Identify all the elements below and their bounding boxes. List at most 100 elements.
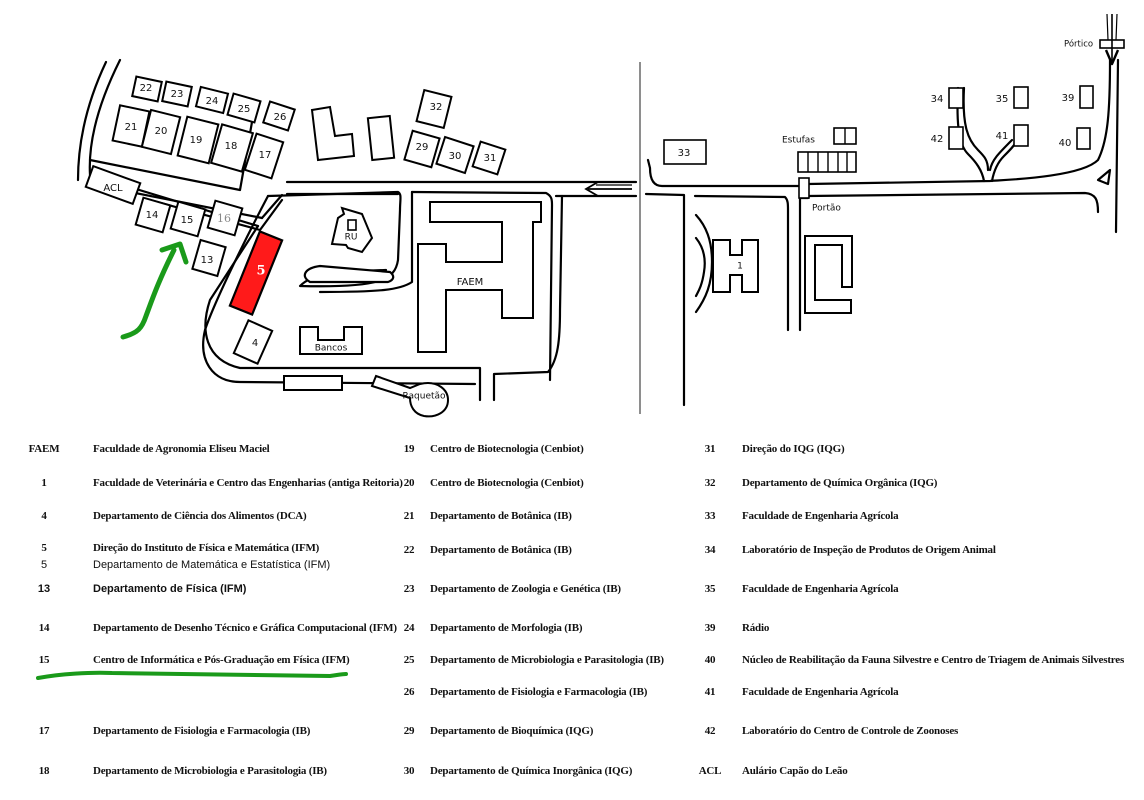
legend-name: Rádio [742,622,770,634]
building-18[interactable]: 18 [209,123,255,173]
svg-text:32: 32 [430,102,443,113]
building-FAEM[interactable]: FAEM [417,201,542,353]
building-35[interactable]: 35 [996,86,1029,109]
svg-text:26: 26 [274,112,287,123]
building-29[interactable]: 29 [403,129,441,169]
svg-text:33: 33 [678,148,691,159]
building-25[interactable]: 25 [226,92,262,124]
legend-code: 4 [41,510,47,522]
building-33[interactable]: 33 [663,139,707,165]
legend-name: Centro de Biotecnologia (Cenbiot) [430,443,584,455]
svg-text:21: 21 [125,122,138,133]
building-unlabeled-rect [366,114,396,162]
legend-name: Departamento de Matemática e Estatística… [93,559,331,571]
legend-code: 35 [704,583,716,595]
legend-code: 19 [403,443,415,455]
svg-text:17: 17 [259,150,272,161]
building-30[interactable]: 30 [435,135,475,175]
legend-code: 1 [41,477,47,489]
legend-name: Laboratório de Inspeção de Produtos de O… [742,544,996,556]
building-42[interactable]: 42 [931,126,964,150]
legend-code: 31 [704,443,716,455]
legend-code: 25 [403,654,415,666]
building-1[interactable]: 1 [712,239,759,293]
svg-text:35: 35 [996,94,1009,105]
svg-text:Pórtico: Pórtico [1064,39,1093,50]
svg-text:Raquetão: Raquetão [402,392,446,402]
building-19[interactable]: 19 [176,115,220,165]
svg-text:16: 16 [217,212,231,225]
arrow-left-icon [584,181,632,197]
building-40[interactable]: 40 [1059,127,1091,150]
legend-code: 14 [38,622,50,634]
legend-code: 24 [403,622,415,634]
gate-portao: Portão [798,177,841,214]
building-17[interactable]: 17 [243,132,285,180]
building-16[interactable]: 16 [206,199,244,237]
building-31[interactable]: 31 [471,140,507,176]
legend-code: 23 [403,583,415,595]
building-ACL[interactable]: ACL [84,164,142,206]
legend-code: 30 [403,765,415,777]
legend-name: Departamento de Química Orgânica (IQG) [742,477,938,489]
entrance-portico[interactable]: Pórtico [1064,39,1125,50]
legend-entry-highlighted: 15 Centro de Informática e Pós-Graduação … [22,654,392,667]
building-24[interactable]: 24 [194,85,230,115]
svg-text:23: 23 [171,89,184,100]
building-4[interactable]: 4 [232,318,274,366]
legend-code: 15 [38,654,50,666]
arrow-up-right-icon [120,241,189,340]
building-14[interactable]: 14 [134,196,172,234]
building-41[interactable]: 41 [996,124,1029,147]
svg-text:ACL: ACL [103,183,123,194]
svg-text:19: 19 [190,135,203,146]
legend-name: Centro de Informática e Pós-Graduação em… [93,654,350,666]
legend-code: 40 [704,654,716,666]
legend-entry: 42 Laboratório do Centro de Controle de Z… [693,725,1133,738]
legend-name: Faculdade de Agronomia Eliseu Maciel [93,443,270,455]
legend-entry: 40 Núcleo de Reabilitação da Fauna Silves… [693,654,1133,667]
building-26[interactable]: 26 [261,100,297,132]
building-34[interactable]: 34 [931,87,964,109]
svg-text:25: 25 [238,104,251,115]
building-5-highlighted[interactable]: 5 [228,229,284,317]
legend-code: 17 [38,725,50,737]
building-RU[interactable]: RU [330,206,374,254]
building-23[interactable]: 23 [161,80,193,108]
greenhouses-estufas[interactable]: Estufas [782,127,857,173]
legend-code: 42 [704,725,716,737]
legend-entry: ACL Aulário Capão do Leão [693,765,1133,778]
highlight-underline [36,670,348,680]
legend-code: ACL [698,765,722,777]
legend-name: Laboratório do Centro de Controle de Zoo… [742,725,959,737]
building-22[interactable]: 22 [131,75,163,103]
building-unlabeled-south [283,375,343,391]
building-39[interactable]: 39 [1062,85,1094,109]
legend-name: Centro de Biotecnologia (Cenbiot) [430,477,584,489]
legend-name: Núcleo de Reabilitação da Fauna Silvestr… [742,654,1125,666]
legend-code: 13 [37,583,51,595]
legend-name: Departamento de Bioquímica (IQG) [430,725,594,737]
legend-name: Aulário Capão do Leão [742,765,848,777]
building-20[interactable]: 20 [140,108,182,156]
building-Raquetao[interactable]: Raquetão [370,374,450,418]
building-13[interactable]: 13 [191,238,227,278]
building-unlabeled-c [804,235,853,314]
campus-map: 22 23 24 25 26 21 20 19 18 17 ACL 14 15 … [76,13,1125,418]
building-15[interactable]: 15 [169,200,207,238]
legend-code: 32 [704,477,716,489]
svg-text:24: 24 [206,96,219,107]
legend-code: 26 [403,686,415,698]
legend-entry: 32 Departamento de Química Orgânica (IQG) [693,477,1133,490]
building-Bancos[interactable]: Bancos [299,326,363,355]
building-32[interactable]: 32 [415,88,453,130]
